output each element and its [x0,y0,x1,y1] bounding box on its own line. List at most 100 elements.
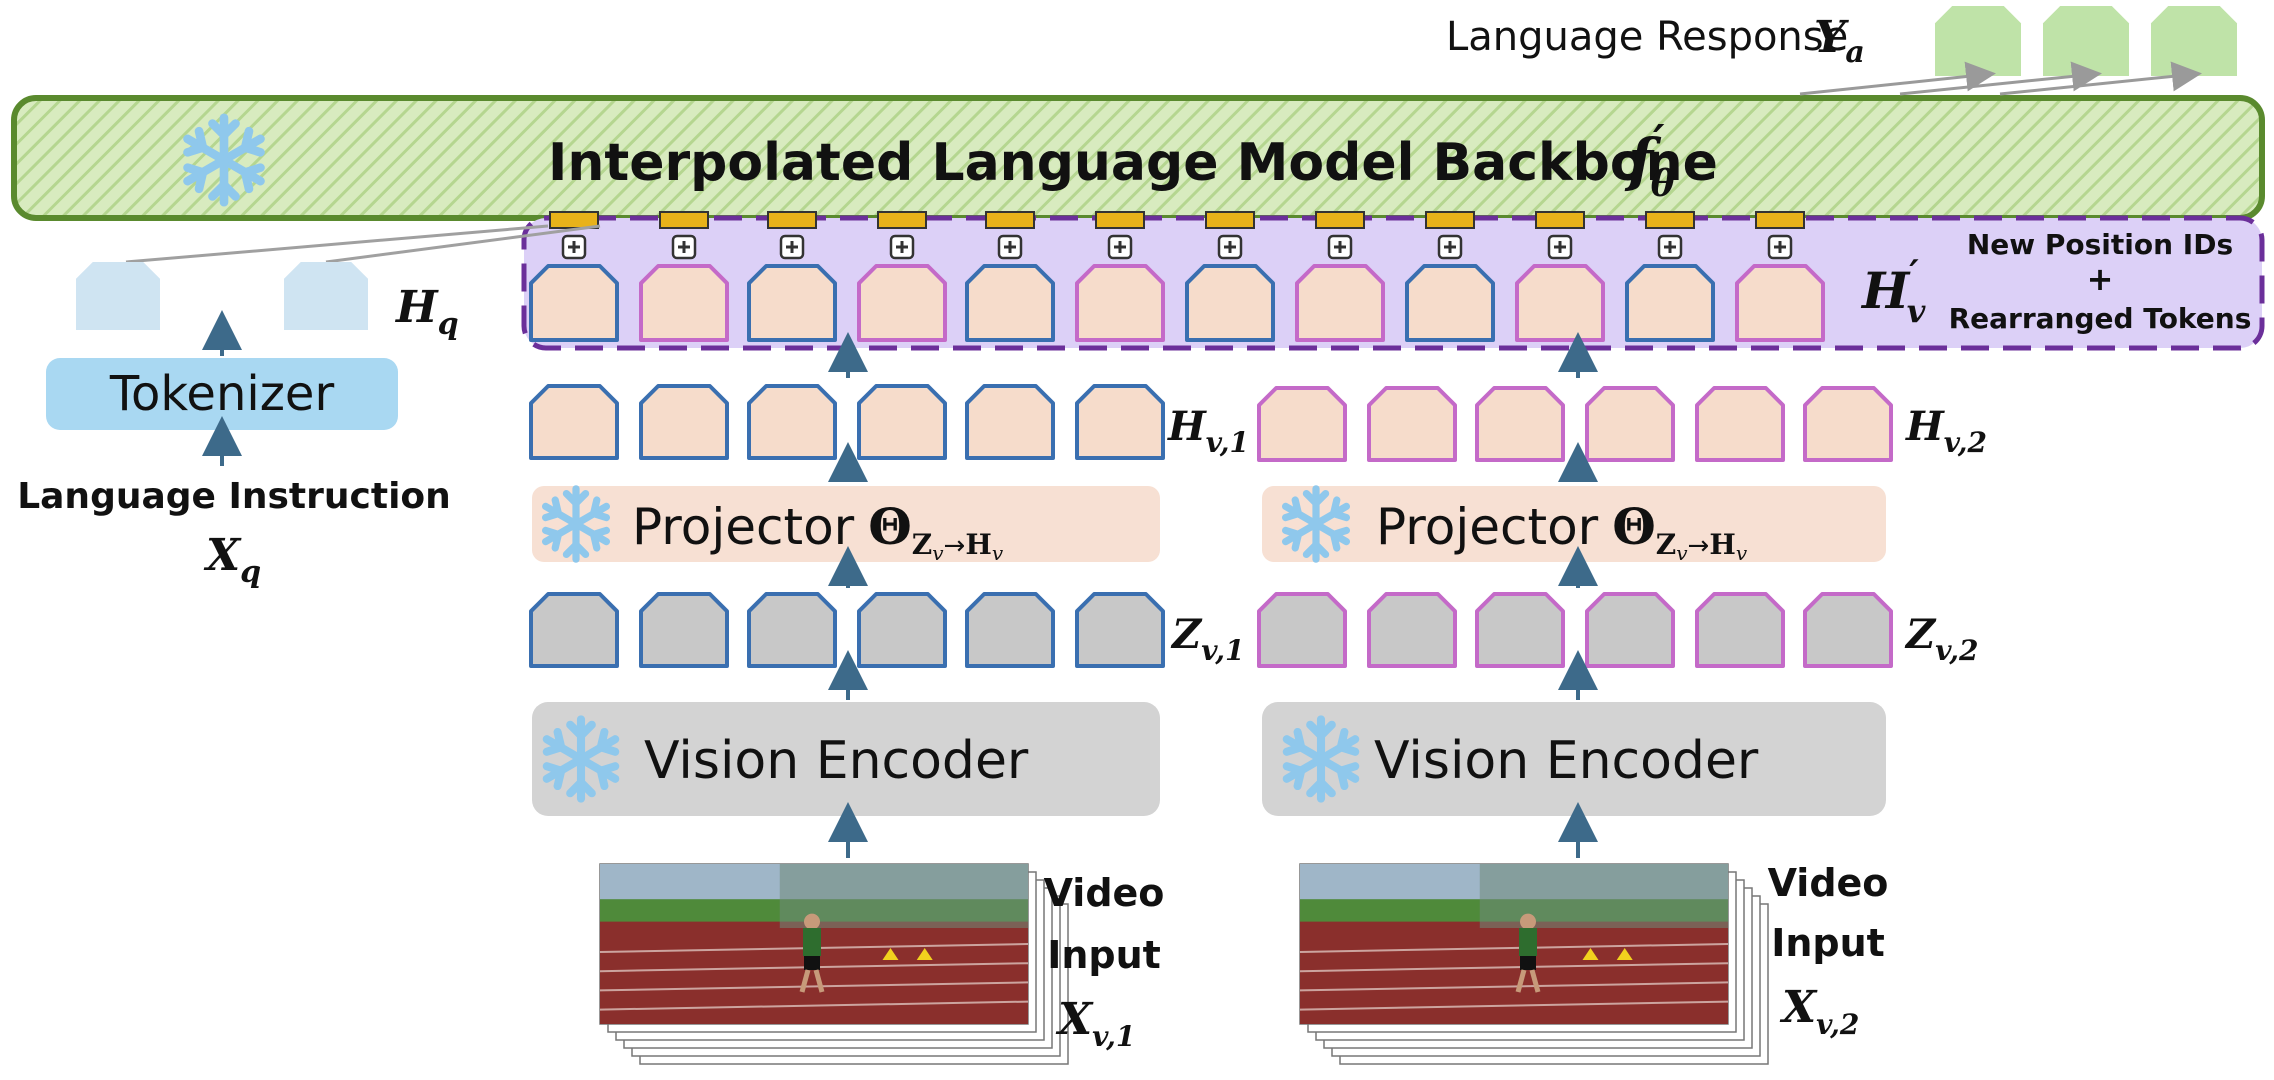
encoder-label-1: Vision Encoder [644,731,1029,791]
h-v2-token [1475,386,1565,462]
z-v1-token [965,592,1055,668]
h-v2-token [1585,386,1675,462]
z-v1-token [747,592,837,668]
response-token [2151,6,2237,76]
video-label-2a: Video [1768,861,1889,905]
h-v1-token [529,384,619,460]
plus-icon [1217,234,1243,260]
plus-icon [1657,234,1683,260]
backbone-title: Interpolated Language Model Backbone [548,133,1718,193]
plus-icon [1437,234,1463,260]
rearranged-region: H′v New Position IDs + Rearranged Tokens [521,211,2265,351]
instruction-symbol: Xq [203,530,261,590]
z-v2-symbol: Zv,2 [1904,611,1978,667]
video-symbol-2: Xv,2 [1779,982,1859,1041]
h-v2-token [1695,386,1785,462]
h-v2-token [1257,386,1347,462]
video-label-1a: Video [1044,871,1165,915]
plus-icon [671,234,697,260]
z-v1-token [529,592,619,668]
instruction-label: Language Instruction [17,476,451,517]
video-symbol-1: Xv,1 [1055,994,1135,1053]
video-frame [599,864,1029,1024]
rearranged-token [857,264,947,342]
query-token [76,262,160,330]
position-id-marker [549,211,599,229]
h-v1-token [747,384,837,460]
plus-icon [779,234,805,260]
z-v2-token [1803,592,1893,668]
plus-icon [1547,234,1573,260]
query-token [284,262,368,330]
position-id-marker [1645,211,1695,229]
z-v2-token [1585,592,1675,668]
z-v2-token [1695,592,1785,668]
encoder-box-2 [1262,702,1886,816]
h-prime-symbol: H′v [1860,253,1926,330]
encoder-box-1 [532,702,1160,816]
position-id-marker [1095,211,1145,229]
h-v1-symbol: Hv,1 [1167,403,1249,459]
plus-icon [1327,234,1353,260]
plus-icon [889,234,915,260]
h-v1-token [1075,384,1165,460]
rearranged-token [529,264,619,342]
h-v2-token [1367,386,1457,462]
position-id-marker [1205,211,1255,229]
query-links [125,224,601,264]
position-id-marker [985,211,1035,229]
z-v1-token [1075,592,1165,668]
rearranged-token [1625,264,1715,342]
z-v2-token [1475,592,1565,668]
projector-box-1 [532,486,1160,562]
h-v2-symbol: Hv,2 [1905,403,1987,459]
plus-icon [561,234,587,260]
response-token [2043,6,2129,76]
rearranged-token [1735,264,1825,342]
video-label-1b: Input [1047,933,1161,977]
z-v1-token [639,592,729,668]
rearranged-token [747,264,837,342]
response-token [1935,6,2021,76]
projector-box-2 [1262,486,1886,562]
video-label-2b: Input [1771,921,1885,965]
z-v1-symbol: Zv,1 [1170,611,1244,667]
language-response: Language Response Ya [1446,6,2237,76]
plus-icon [1107,234,1133,260]
rearranged-box [521,215,2265,351]
z-v2-token [1257,592,1347,668]
encoder-label-2: Vision Encoder [1374,731,1759,791]
rearranged-token [1515,264,1605,342]
video-frames-2 [1299,863,1769,1065]
response-symbol: Ya [1814,12,1865,70]
position-id-marker [659,211,709,229]
tokenizer-label: Tokenizer [109,366,335,422]
position-id-marker [1755,211,1805,229]
rearranged-token [1075,264,1165,342]
z-v1-token [857,592,947,668]
response-links [1799,61,2202,96]
rearranged-token [1405,264,1495,342]
position-note-1: New Position IDs [1967,228,2233,261]
query-branch: Hq Tokenizer Language Instruction Xq [17,262,459,590]
rearranged-token [1185,264,1275,342]
video-frames-1 [599,863,1069,1065]
h-v1-token [965,384,1055,460]
backbone: Interpolated Language Model Backbone f′θ [11,95,2265,221]
position-id-marker [1315,211,1365,229]
rearranged-token [965,264,1055,342]
h-v1-token [639,384,729,460]
plus-icon [997,234,1023,260]
flow-arrows [828,332,1598,858]
plus-icon [1767,234,1793,260]
h-v2-token [1803,386,1893,462]
h-v1-token [857,384,947,460]
z-v2-token [1367,592,1457,668]
tokenizer-box [46,358,398,430]
position-id-marker [877,211,927,229]
rearranged-token [1295,264,1385,342]
